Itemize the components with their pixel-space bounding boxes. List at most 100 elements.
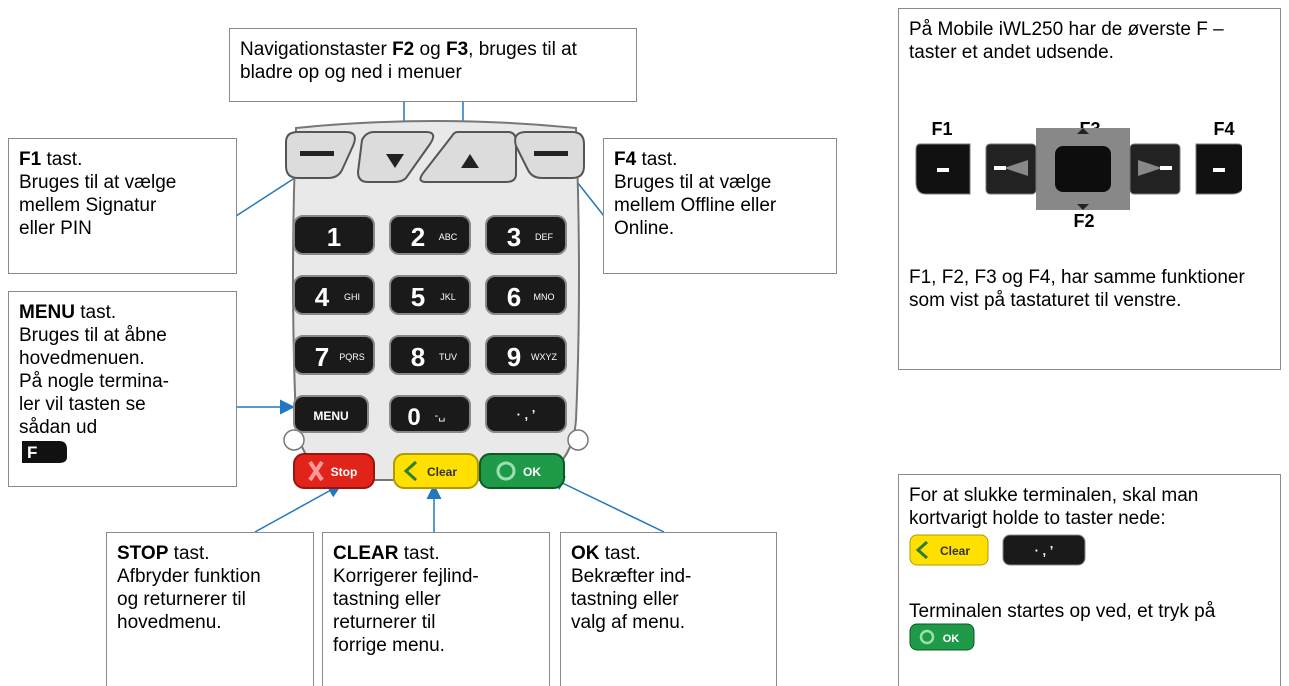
menu-key-label: MENU xyxy=(313,409,348,423)
ok-key[interactable]: OK xyxy=(479,453,565,489)
chevron-left-icon xyxy=(915,540,928,560)
nav-text-a: Navigationstaster xyxy=(240,39,393,60)
punctuation-key[interactable]: · , ’ xyxy=(485,395,567,433)
stop-connector xyxy=(254,483,343,533)
menu-callout-line: tast. xyxy=(74,302,117,323)
clear-callout-line: tast. xyxy=(398,543,440,564)
digit-key-1[interactable]: 1 xyxy=(293,215,375,255)
digit-key-letters: JKL xyxy=(440,292,456,302)
f1-key[interactable] xyxy=(285,131,356,179)
ok-callout: OK tast. Bekræfter ind- tastning eller v… xyxy=(560,532,777,686)
f1-mobile-key[interactable] xyxy=(915,143,971,195)
power-off-keys: Clear · , ’ xyxy=(909,534,1274,570)
zero-key-label: 0 xyxy=(407,404,420,431)
nav-keys-callout: Navigationstaster F2 og F3, bruges til a… xyxy=(229,28,637,102)
digit-key-label: 3 xyxy=(507,222,521,252)
menu-callout-line: ler vil tasten se xyxy=(19,394,146,415)
digit-key-2[interactable]: 2 ABC xyxy=(389,215,471,255)
clear-callout-key: CLEAR xyxy=(333,543,399,564)
stop-callout-line: tast. xyxy=(168,543,210,564)
f4-mobile-key[interactable] xyxy=(1195,143,1242,195)
f4-key[interactable] xyxy=(514,131,585,179)
digit-key-letters: WXYZ xyxy=(531,352,558,362)
mobile-label-f1: F1 xyxy=(931,120,952,139)
digit-key-letters: MNO xyxy=(534,292,555,302)
digit-key-letters: ABC xyxy=(439,232,458,242)
f4-callout-line: Bruges til at vælge xyxy=(614,172,772,193)
power-off-text: For at slukke terminalen, skal man kortv… xyxy=(909,485,1199,529)
arrow-down-icon xyxy=(386,154,404,168)
punctuation-key-mini: · , ’ xyxy=(1002,534,1086,566)
nav-key-f3: F3 xyxy=(445,39,469,60)
clear-callout-line: tastning eller xyxy=(333,589,441,610)
circle-icon xyxy=(496,461,516,481)
digit-key-3[interactable]: 3 DEF xyxy=(485,215,567,255)
clear-key-mini: Clear xyxy=(909,534,989,566)
digit-key-letters: DEF xyxy=(535,232,554,242)
stop-callout-line: og returnerer til xyxy=(117,589,246,610)
digit-key-letters: GHI xyxy=(344,292,360,302)
menu-callout-line: sådan ud xyxy=(19,417,98,438)
digit-key-label: 2 xyxy=(411,222,425,252)
f1-callout: F1 tast. Bruges til at vælge mellem Sign… xyxy=(8,138,237,274)
clear-key[interactable]: Clear xyxy=(393,453,479,489)
f4-right-arrow-key[interactable] xyxy=(1129,143,1181,195)
f1-callout-line: eller PIN xyxy=(19,218,92,239)
zero-key[interactable]: 0 -␣ xyxy=(389,395,471,433)
stop-callout-line: hovedmenu. xyxy=(117,612,222,633)
stop-key[interactable]: Stop xyxy=(293,453,375,489)
menu-callout: MENU tast. Bruges til at åbne hovedmenue… xyxy=(8,291,237,487)
arrow-up-icon xyxy=(461,154,479,168)
clear-key-label: Clear xyxy=(427,465,457,479)
mobile-label-f4: F4 xyxy=(1213,120,1234,139)
chevron-left-icon xyxy=(403,460,418,482)
digit-key-letters: TUV xyxy=(439,352,457,362)
digit-key-label: 4 xyxy=(315,282,330,312)
f1-left-arrow-key[interactable] xyxy=(985,143,1037,195)
stop-key-label: Stop xyxy=(331,465,358,479)
f2-down-key[interactable] xyxy=(356,131,435,183)
menu-callout-line: Bruges til at åbne xyxy=(19,325,167,346)
clear-key-mini-label: Clear xyxy=(940,544,970,558)
f4-callout: F4 tast. Bruges til at vælge mellem Offl… xyxy=(603,138,837,274)
power-panel: For at slukke terminalen, skal man kortv… xyxy=(898,474,1281,686)
f4-callout-key: F4 xyxy=(614,149,637,170)
digit-key-label: 9 xyxy=(507,342,521,372)
digit-key-label: 8 xyxy=(411,342,425,372)
ok-callout-line: tastning eller xyxy=(571,589,679,610)
clear-callout-line: forrige menu. xyxy=(333,635,445,656)
digit-key-9[interactable]: 9 WXYZ xyxy=(485,335,567,375)
ok-callout-key: OK xyxy=(571,543,600,564)
x-icon xyxy=(308,460,324,482)
menu-callout-key: MENU xyxy=(19,302,75,323)
ok-key-label: OK xyxy=(523,465,541,479)
power-on-label: Terminalen startes op ved, et tryk på xyxy=(909,601,1216,622)
clear-callout-line: returnerer til xyxy=(333,612,436,633)
f1-callout-key: F1 xyxy=(19,149,42,170)
menu-callout-line: hovedmenuen. xyxy=(19,348,145,369)
menu-key[interactable]: MENU xyxy=(293,395,369,433)
f-key-icon: F xyxy=(22,441,67,463)
menu-callout-line: På nogle termina- xyxy=(19,371,169,392)
f1-callout-line: tast. xyxy=(41,149,83,170)
f4-dash-icon xyxy=(534,151,568,156)
ok-callout-line: valg af menu. xyxy=(571,612,686,633)
power-on-text: Terminalen startes op ved, et tryk på OK xyxy=(909,600,1274,651)
ok-callout-line: Bekræfter ind- xyxy=(571,566,692,587)
f3-up-rocker-key[interactable] xyxy=(1055,146,1111,192)
digit-key-6[interactable]: 6 MNO xyxy=(485,275,567,315)
digit-key-4[interactable]: 4 GHI xyxy=(293,275,375,315)
nav-text-b: og xyxy=(414,39,446,60)
digit-key-8[interactable]: 8 TUV xyxy=(389,335,471,375)
nav-key-f2: F2 xyxy=(392,39,415,60)
circle-icon xyxy=(919,629,935,645)
digit-key-label: 6 xyxy=(507,282,521,312)
mobile-footer-text: F1, F2, F3 og F4, har samme funktioner s… xyxy=(909,267,1245,311)
ok-key-mini: OK xyxy=(909,623,975,651)
f1-callout-line: Bruges til at vælge xyxy=(19,172,177,193)
mobile-intro-text: På Mobile iWL250 har de øverste F –taste… xyxy=(909,19,1224,63)
f4-callout-line: Online. xyxy=(614,218,675,239)
